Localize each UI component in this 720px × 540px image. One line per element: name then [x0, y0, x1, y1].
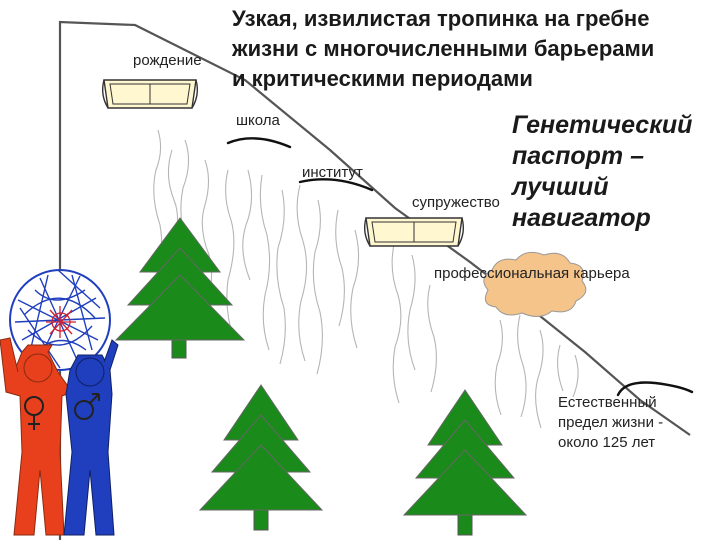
tree-right: [402, 389, 528, 536]
institute-label: институт: [302, 164, 363, 181]
passport-line: паспорт –: [512, 142, 644, 170]
birth-label: рождение: [133, 52, 202, 69]
female-figure: [0, 337, 73, 536]
female-symbol-icon: [24, 396, 44, 430]
diagram-title: Узкая, извилистая тропинка на гребне жиз…: [232, 4, 712, 94]
marriage-bench: [363, 217, 465, 247]
limit-line: Естественный: [558, 394, 657, 411]
school-label: школа: [236, 112, 280, 129]
path-markers: [226, 137, 694, 397]
passport-line: Генетический: [512, 111, 693, 139]
birth-bench: [101, 79, 199, 109]
career-label: профессиональная карьера: [434, 265, 630, 282]
male-figure: [63, 339, 119, 536]
tree-left: [114, 217, 246, 359]
title-line: Узкая, извилистая тропинка на гребне: [232, 6, 650, 31]
institute-marker: [298, 178, 374, 192]
ridge-line: [58, 20, 691, 540]
male-symbol-icon: [74, 393, 100, 420]
web-center-knot: [46, 306, 76, 338]
limit-marker: [616, 381, 694, 397]
genetic-passport-caption: Генетический паспорт – лучший навигатор: [512, 110, 692, 234]
life-limit-caption: Естественный предел жизни - около 125 ле…: [558, 393, 663, 453]
cliff-hatching: [153, 129, 579, 429]
title-line: жизни с многочисленными барьерами: [232, 36, 655, 61]
passport-line: навигатор: [512, 204, 651, 232]
career-cloud: [483, 251, 587, 317]
limit-line: предел жизни -: [558, 414, 664, 431]
marriage-label: супружество: [412, 194, 500, 211]
passport-line: лучший: [512, 173, 609, 201]
school-marker: [226, 137, 292, 149]
limit-line: около 125 лет: [558, 434, 656, 451]
tree-middle: [198, 384, 324, 531]
title-line: и критическими периодами: [232, 66, 533, 91]
